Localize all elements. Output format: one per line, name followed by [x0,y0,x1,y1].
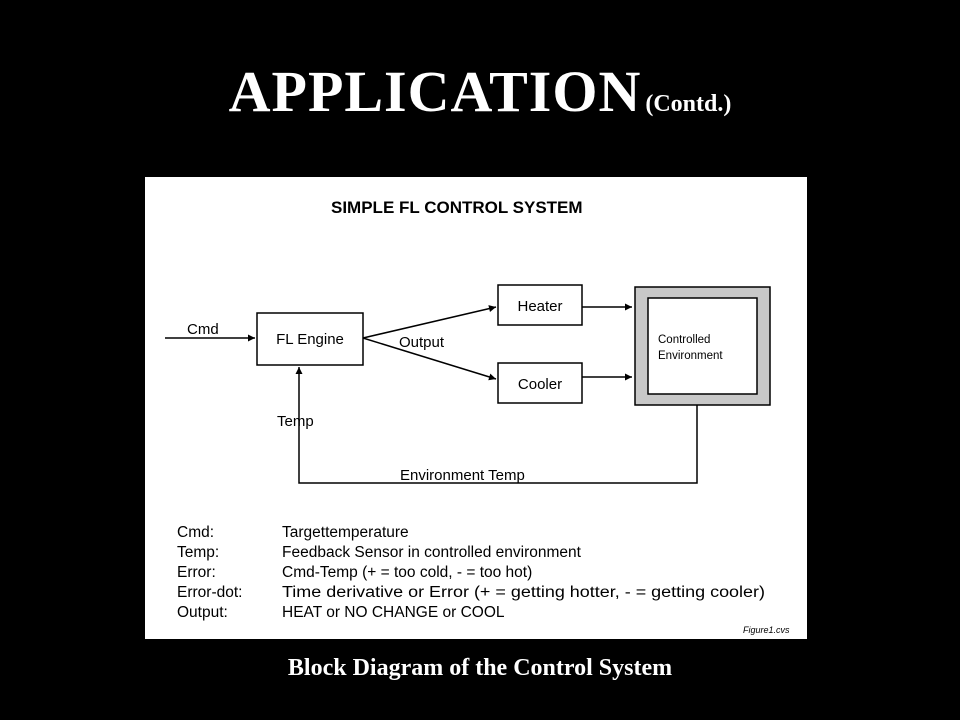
slide-title-main: APPLICATION [228,59,642,124]
fl-engine-label: FL Engine [276,331,344,348]
diagram-title: SIMPLE FL CONTROL SYSTEM [331,198,583,217]
feedback-loop-arrow [295,367,698,484]
heater-label: Heater [517,298,562,315]
output-arrow-heater [362,305,497,339]
legend-definition-cmd: Targettemperature [282,524,409,541]
figure-filename: Figure1.cvs [743,625,790,635]
legend-term-output: Output: [177,604,228,621]
temp-label: Temp [277,413,314,430]
block-diagram: SIMPLE FL CONTROL SYSTEM Cmd FL Engine O… [165,198,790,635]
block-diagram-figure: SIMPLE FL CONTROL SYSTEM Cmd FL Engine O… [145,177,807,639]
controlled-environment-label-1: Controlled [658,334,710,346]
legend: Cmd: Targettemperature Temp: Feedback Se… [177,524,765,621]
cooler-block [497,362,583,404]
legend-definition-temp: Feedback Sensor in controlled environmen… [282,544,582,561]
output-arrow-cooler [362,337,497,381]
cooler-label: Cooler [518,376,562,393]
legend-term-error-dot: Error-dot: [177,584,242,601]
legend-definition-output: HEAT or NO CHANGE or COOL [282,604,505,621]
legend-term-error: Error: [177,564,216,581]
legend-definition-error-dot: Time derivative or Error (+ = getting ho… [282,584,765,601]
slide-title: APPLICATION (Contd.) [0,58,960,125]
controlled-environment-label-2: Environment [658,350,723,362]
heater-block [497,284,583,326]
fl-engine-block [256,312,364,366]
legend-term-cmd: Cmd: [177,524,214,541]
environment-temp-label: Environment Temp [400,467,525,484]
slide-title-suffix: (Contd.) [645,91,732,117]
legend-definition-error: Cmd-Temp (+ = too cold, - = too hot) [282,564,532,581]
controlled-environment-block [647,297,758,395]
output-label: Output [399,334,445,351]
legend-term-temp: Temp: [177,544,219,561]
figure-caption: Block Diagram of the Control System [287,655,673,681]
cmd-label: Cmd [187,321,219,338]
